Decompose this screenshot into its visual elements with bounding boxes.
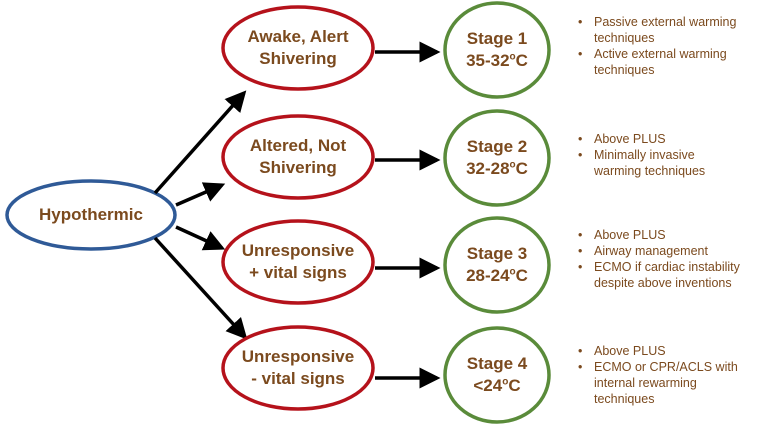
note-item: Minimally invasive warming techniques	[578, 147, 744, 179]
note-item: Above PLUS	[578, 343, 768, 359]
stage-title: Stage 2	[466, 137, 528, 156]
stage-temperature: 35-32oC	[466, 51, 528, 70]
condition-line1: Unresponsive	[241, 241, 355, 260]
arrow-root-to-row2	[175, 182, 226, 207]
condition-line1: Awake, Alert	[247, 27, 349, 46]
stage-node-shape-3	[443, 216, 551, 314]
note-item: ECMO or CPR/ACLS with internal rewarming…	[578, 359, 754, 407]
note-item: ECMO if cardiac instability despite abov…	[578, 259, 768, 291]
note-item: Airway management	[578, 243, 768, 259]
stage-temperature: 32-28oC	[466, 159, 528, 178]
condition-node-shape-3	[221, 219, 375, 305]
condition-line1: Unresponsive	[241, 347, 355, 366]
root-node-shape	[5, 179, 177, 251]
stage-temperature: 28-24oC	[466, 266, 528, 285]
condition-node-4: Unresponsive - vital signs	[223, 327, 373, 409]
stage-node-1: Stage 1 35-32oC	[445, 3, 549, 97]
stage-2-notes: Above PLUS Minimally invasive warming te…	[578, 131, 768, 179]
root-label: Hypothermic	[39, 205, 143, 224]
condition-node-shape-4	[221, 325, 375, 411]
condition-line2: + vital signs	[249, 263, 347, 282]
stage-node-2: Stage 2 32-28oC	[445, 111, 549, 205]
arrow-root-to-row4	[153, 236, 248, 340]
condition-line2: Shivering	[259, 49, 337, 68]
note-item: Active external warming techniques	[578, 46, 768, 78]
stage-title: Stage 4	[466, 354, 528, 373]
condition-line2: - vital signs	[251, 369, 345, 388]
condition-node-3: Unresponsive + vital signs	[223, 221, 373, 303]
condition-line1: Altered, Not	[249, 136, 347, 155]
stage-node-3: Stage 3 28-24oC	[445, 218, 549, 312]
arrow-root-to-row3	[175, 225, 226, 251]
condition-node-1: Awake, Alert Shivering	[223, 7, 373, 89]
condition-node-shape-1	[221, 5, 375, 91]
stage-1-notes: Passive external warming techniques Acti…	[578, 14, 768, 78]
stage-4-notes: Above PLUS ECMO or CPR/ACLS with interna…	[578, 343, 768, 407]
arrow-root-to-row1	[153, 90, 247, 195]
stage-title: Stage 1	[466, 29, 528, 48]
note-item: Above PLUS	[578, 131, 768, 147]
note-item: Above PLUS	[578, 227, 768, 243]
condition-node-2: Altered, Not Shivering	[223, 116, 373, 198]
stage-node-4: Stage 4 <24oC	[445, 328, 549, 422]
stage-temperature: <24oC	[473, 376, 521, 395]
root-node-hypothermic: Hypothermic	[7, 181, 175, 249]
stage-node-shape-2	[443, 109, 551, 207]
stage-node-shape-1	[443, 1, 551, 99]
stage-title: Stage 3	[466, 244, 528, 263]
condition-line2: Shivering	[259, 158, 337, 177]
stage-node-shape-4	[443, 326, 551, 424]
condition-node-shape-2	[221, 114, 375, 200]
note-item: Passive external warming techniques	[578, 14, 768, 46]
stage-3-notes: Above PLUS Airway management ECMO if car…	[578, 227, 768, 291]
